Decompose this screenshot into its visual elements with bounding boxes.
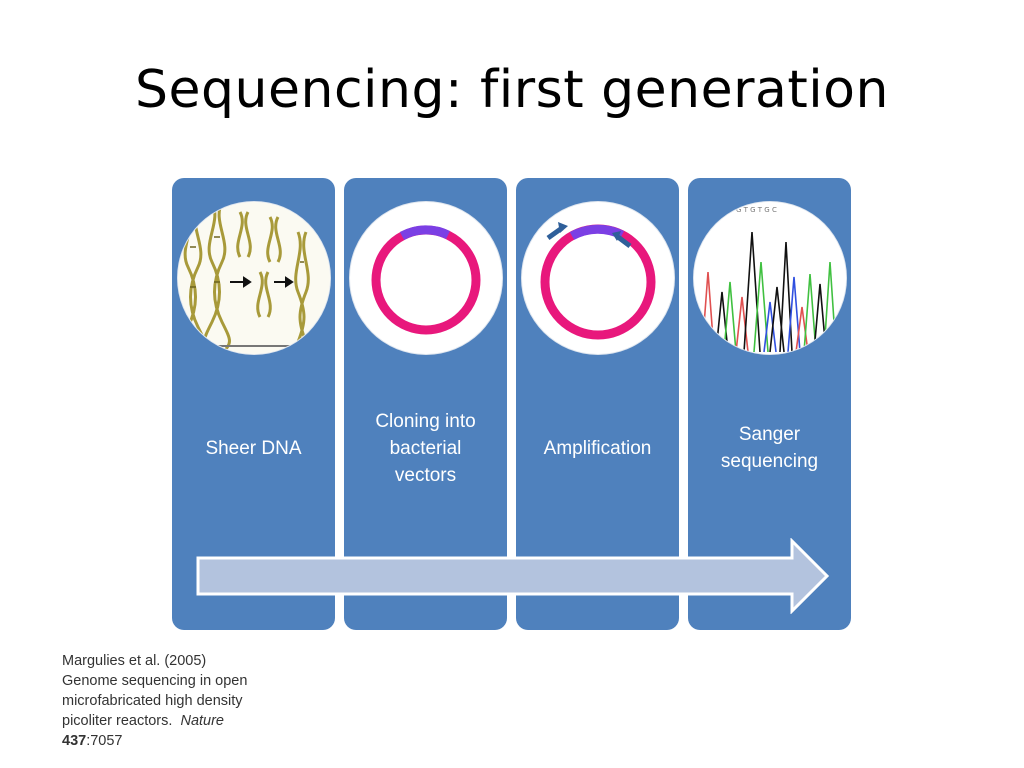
citation-journal: Nature bbox=[180, 713, 224, 729]
process-arrow bbox=[196, 538, 830, 614]
page-title: Sequencing: first generation bbox=[135, 60, 889, 120]
dna-shearing-icon bbox=[178, 202, 330, 354]
citation-authors: Margulies et al. (2005) bbox=[62, 653, 207, 669]
chromatogram-icon: G T G T G C bbox=[694, 202, 846, 354]
step-label: Cloning into bacterial vectors bbox=[375, 410, 476, 486]
citation-title: Genome sequencing in open microfabricate… bbox=[62, 673, 248, 729]
plasmid-vector-icon bbox=[350, 202, 502, 354]
citation-pages: 7057 bbox=[90, 733, 123, 749]
step-label: Sanger sequencing bbox=[720, 424, 819, 472]
step-panel-sheer-dna: Sheer DNA bbox=[172, 178, 335, 630]
step-label: Amplification bbox=[543, 437, 652, 459]
citation: Margulies et al. (2005) Genome sequencin… bbox=[62, 653, 248, 749]
citation-volume: 437 bbox=[62, 733, 87, 749]
step-panel-cloning: Cloning into bacterial vectors bbox=[344, 178, 507, 630]
step-panel-amplification: Amplification bbox=[516, 178, 679, 630]
step-label: Sheer DNA bbox=[205, 437, 302, 459]
step-panel-sanger: G T G T G C Sanger sequencing bbox=[688, 178, 851, 630]
plasmid-amplification-icon bbox=[522, 202, 674, 354]
svg-text:G T G T G C: G T G T G C bbox=[736, 206, 777, 214]
